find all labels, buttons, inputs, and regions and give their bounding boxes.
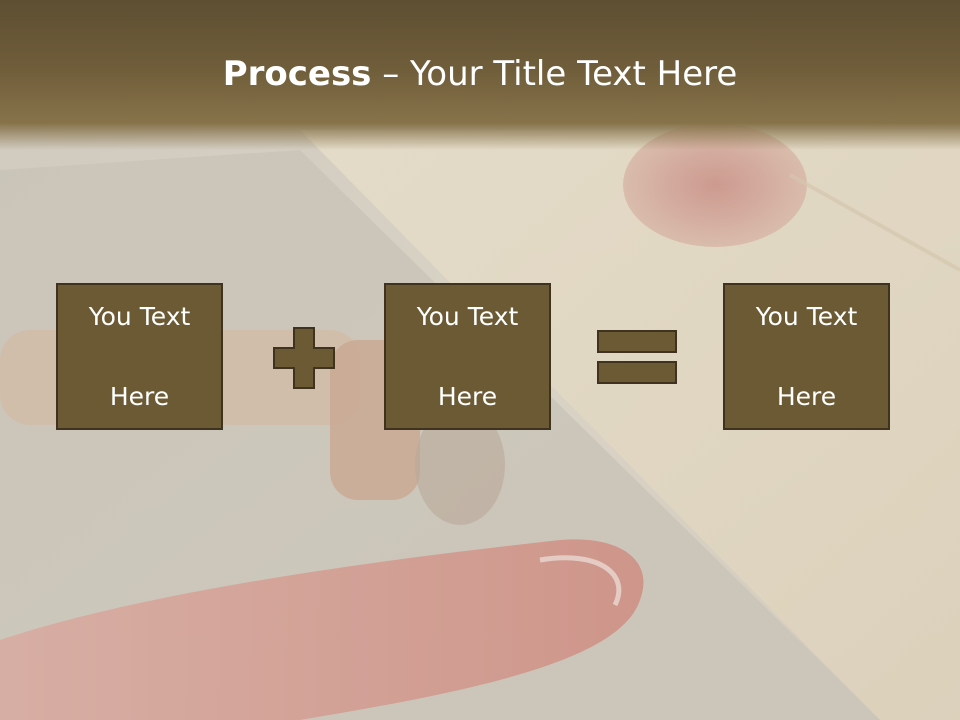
process-box-2-line1: You Text <box>416 301 519 331</box>
slide-title: Process – Your Title Text Here <box>0 52 960 96</box>
equals-icon <box>597 330 677 384</box>
process-box-2[interactable]: You Text Here <box>384 283 551 430</box>
process-box-1[interactable]: You Text Here <box>56 283 223 430</box>
title-bold-part: Process <box>222 54 372 94</box>
process-box-3-text: You Text Here <box>737 297 877 417</box>
process-box-3[interactable]: You Text Here <box>723 283 890 430</box>
title-band <box>0 0 960 150</box>
process-box-1-line2: Here <box>109 381 170 411</box>
process-box-3-line2: Here <box>776 381 837 411</box>
process-box-2-line2: Here <box>437 381 498 411</box>
process-box-3-line1: You Text <box>755 301 858 331</box>
plus-icon <box>273 327 335 389</box>
title-rest-part: – Your Title Text Here <box>371 54 738 94</box>
process-box-1-line1: You Text <box>88 301 191 331</box>
process-box-1-text: You Text Here <box>70 297 210 417</box>
process-box-2-text: You Text Here <box>398 297 538 417</box>
